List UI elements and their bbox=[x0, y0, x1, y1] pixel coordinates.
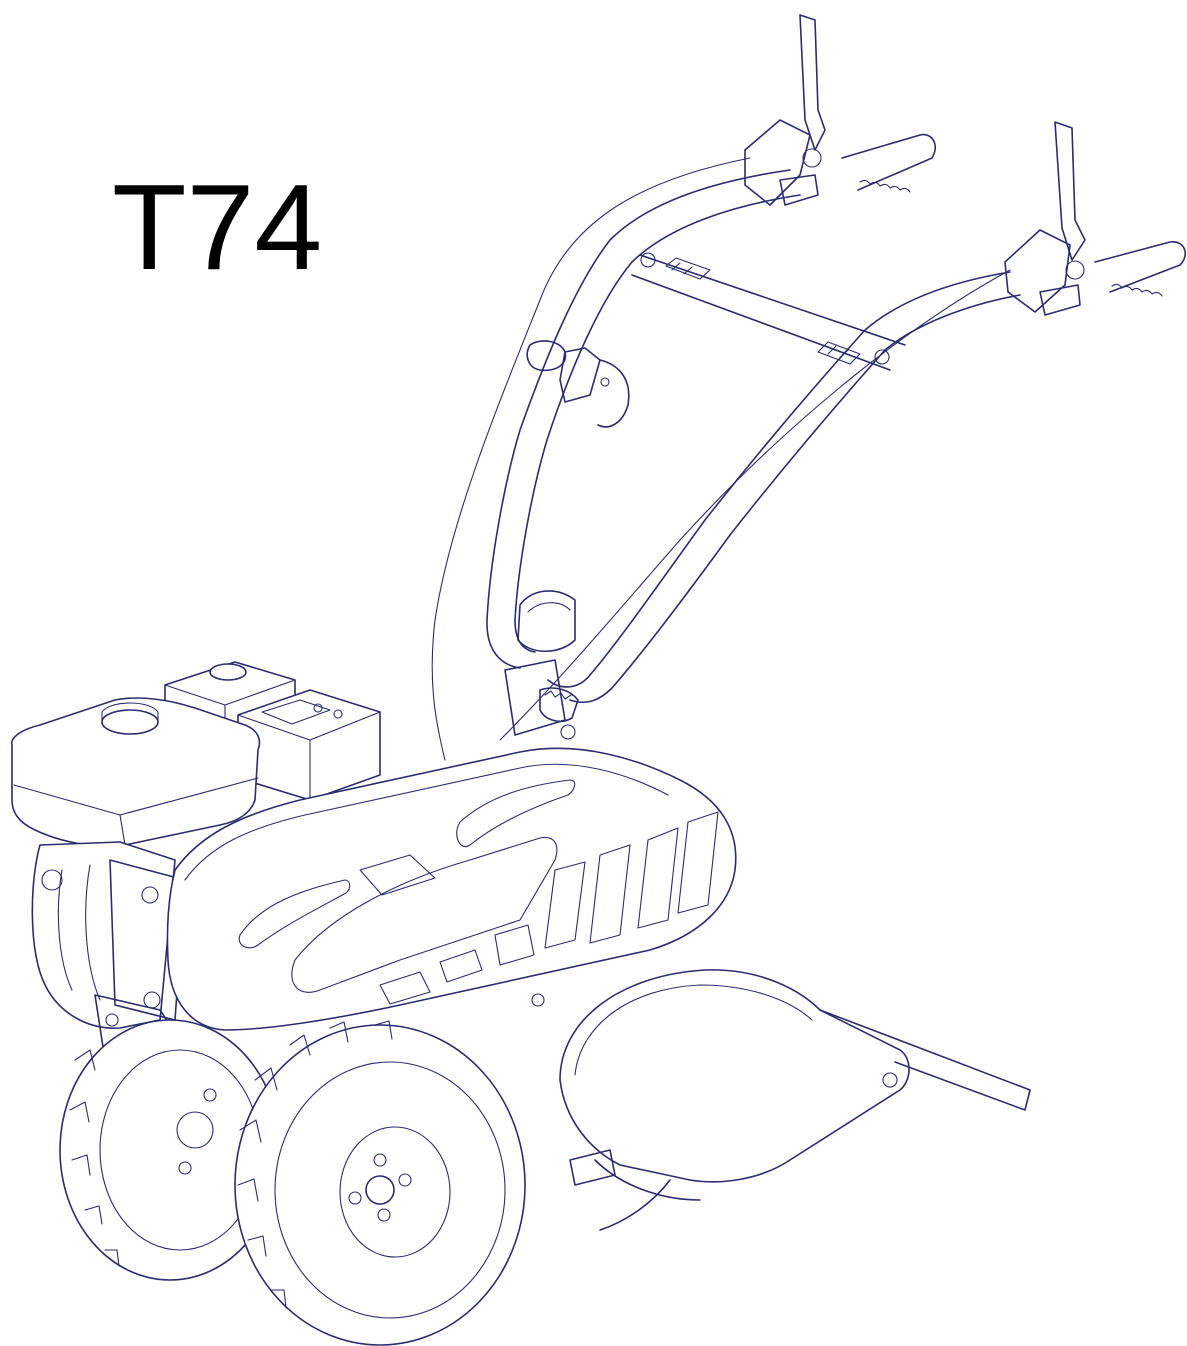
model-label: T74 bbox=[112, 159, 323, 295]
handlebar-frame bbox=[486, 169, 1021, 704]
front-wheel bbox=[234, 1020, 526, 1346]
control-cables bbox=[431, 157, 1011, 761]
engine bbox=[11, 661, 381, 1101]
throttle-lever bbox=[526, 340, 630, 428]
transmission-cover bbox=[166, 747, 737, 1031]
adjust-column bbox=[504, 659, 579, 740]
left-grip bbox=[744, 14, 936, 206]
right-grip bbox=[1004, 121, 1186, 316]
tine-guard bbox=[559, 969, 1031, 1231]
